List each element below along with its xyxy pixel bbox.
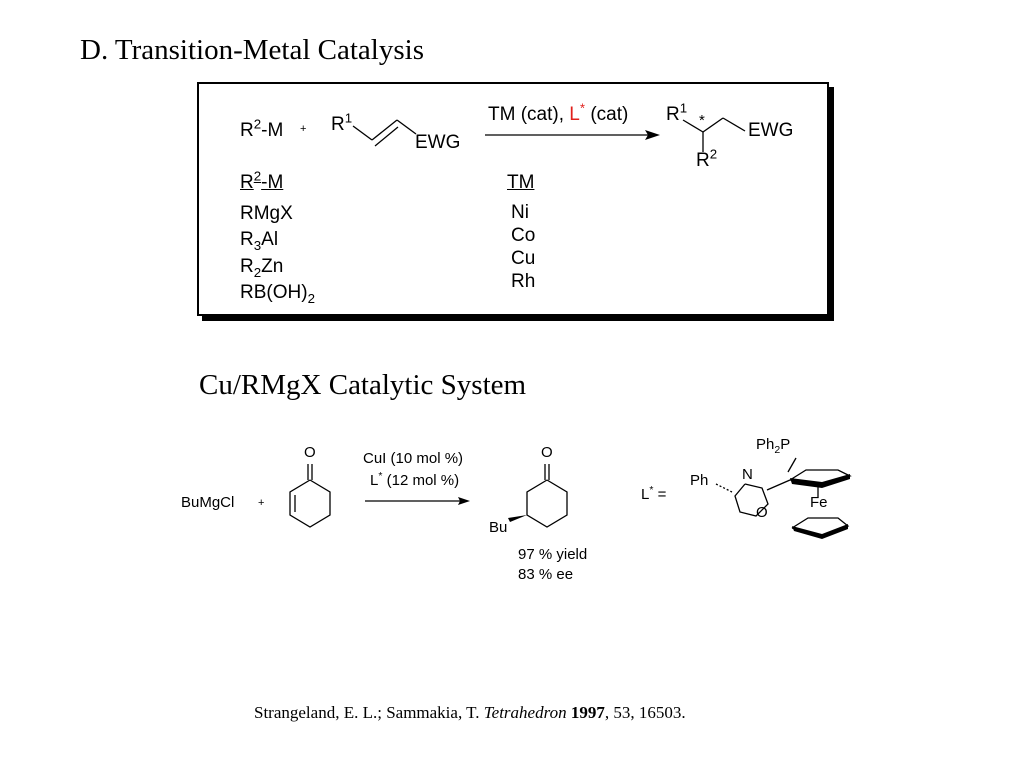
- reagent-r2m: R2-M: [240, 116, 284, 141]
- stereocenter-star: *: [699, 112, 705, 129]
- ligand-nitrogen: N: [742, 466, 753, 483]
- section-subtitle: Cu/RMgX Catalytic System: [199, 369, 527, 401]
- tm-header: TM: [507, 172, 535, 193]
- tm-item: Rh: [511, 271, 536, 292]
- example-plus: +: [258, 497, 265, 509]
- rm-item: RB(OH)2: [240, 282, 315, 306]
- rm-header: R2-M: [240, 168, 284, 193]
- ketone-oxygen: O: [304, 444, 316, 461]
- ligand-oxygen: O: [756, 504, 768, 521]
- rm-item: R3Al: [240, 229, 279, 253]
- product-oxygen: O: [541, 444, 553, 461]
- product-r2: R2: [696, 146, 718, 171]
- product-ewg: EWG: [748, 120, 794, 141]
- substrate-ewg: EWG: [415, 132, 461, 153]
- ligand-ph2p: Ph2P: [756, 436, 791, 456]
- example-reagent: BuMgCl: [181, 494, 235, 511]
- conditions-ligand: L* (12 mol %): [370, 470, 460, 489]
- rm-item: R2Zn: [240, 256, 284, 280]
- page-title: D. Transition-Metal Catalysis: [80, 34, 424, 66]
- arrow-conditions: TM (cat), L* (cat): [488, 100, 629, 125]
- reaction-scheme-box: [197, 82, 829, 316]
- tm-item: Co: [511, 225, 536, 246]
- yield-text: 97 % yield: [518, 546, 588, 563]
- product-butyl: Bu: [489, 519, 508, 536]
- tm-item: Cu: [511, 248, 536, 269]
- conditions-catalyst: CuI (10 mol %): [363, 450, 464, 467]
- citation: Strangeland, E. L.; Sammakia, T. Tetrahe…: [254, 703, 686, 722]
- plus-sign: +: [300, 123, 307, 135]
- product-r1: R1: [666, 100, 688, 125]
- ligand-iron: Fe: [810, 494, 828, 511]
- tm-item: Ni: [511, 202, 529, 223]
- ligand-phenyl: Ph: [690, 472, 709, 489]
- ligand-label: L* =: [641, 484, 667, 503]
- substrate-r1: R1: [331, 110, 353, 135]
- rm-item: RMgX: [240, 203, 293, 224]
- ee-text: 83 % ee: [518, 566, 574, 583]
